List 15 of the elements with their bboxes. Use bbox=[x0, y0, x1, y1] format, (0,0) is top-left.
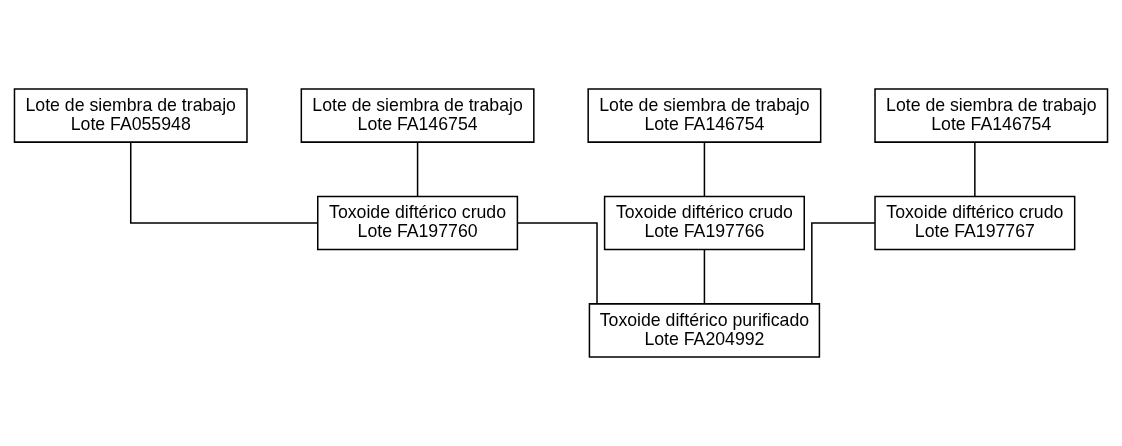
connector bbox=[974, 141, 976, 198]
node-box: Lote de siembra de trabajo Lote FA146754 bbox=[587, 88, 822, 143]
connector bbox=[416, 141, 419, 198]
connector bbox=[703, 248, 706, 305]
node-box: Toxoide diftérico crudo Lote FA197766 bbox=[603, 195, 805, 251]
node-box: Lote de siembra de trabajo Lote FA055948 bbox=[13, 88, 248, 143]
node-box: Toxoide diftérico crudo Lote FA197760 bbox=[317, 195, 519, 251]
connector bbox=[811, 222, 876, 305]
connector bbox=[703, 141, 706, 198]
connector bbox=[129, 141, 319, 224]
node-box: Lote de siembra de trabajo Lote FA146754 bbox=[300, 88, 535, 143]
node-box: Toxoide diftérico purificado Lote FA204992 bbox=[588, 303, 821, 358]
connector bbox=[517, 222, 598, 305]
node-box: Toxoide diftérico crudo Lote FA197767 bbox=[874, 195, 1076, 251]
node-box: Lote de siembra de trabajo Lote FA146754 bbox=[874, 88, 1109, 143]
